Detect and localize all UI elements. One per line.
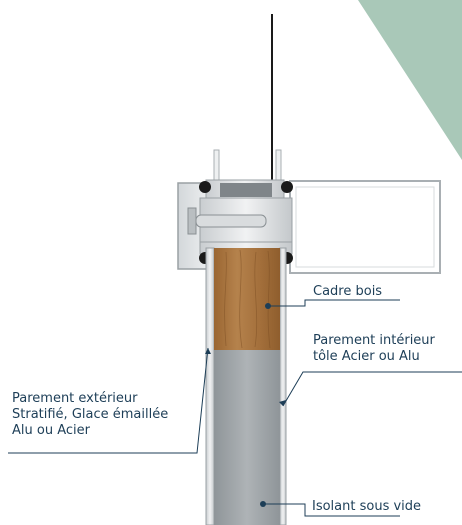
seal-top-right bbox=[281, 181, 293, 193]
leader-lines bbox=[8, 299, 462, 517]
label-outer-facing-line3: Alu ou Acier bbox=[12, 423, 90, 438]
leader-insulation bbox=[263, 503, 400, 517]
inner-facing-skin bbox=[279, 247, 287, 525]
fixing-screw-shaft bbox=[195, 214, 267, 228]
frame-profile-inner bbox=[295, 186, 435, 268]
wood-frame bbox=[214, 248, 280, 350]
label-inner-facing-line1: Parement intérieur bbox=[313, 333, 435, 348]
label-outer-facing-line2: Stratifié, Glace émaillée bbox=[12, 407, 169, 422]
label-outer-facing-line1: Parement extérieur bbox=[12, 391, 138, 406]
outer-facing-skin bbox=[205, 247, 215, 525]
head-gray-insert bbox=[220, 183, 272, 197]
leader-inner-facing bbox=[282, 371, 462, 407]
vacuum-insulation bbox=[214, 350, 280, 525]
label-inner-facing: Parement intérieur tôle Acier ou Alu bbox=[313, 333, 435, 365]
label-wood-frame: Cadre bois bbox=[313, 284, 383, 299]
label-insulation: Isolant sous vide bbox=[312, 499, 422, 514]
fixing-screw-head bbox=[187, 207, 197, 235]
leader-dots bbox=[205, 303, 286, 507]
seal-top-left bbox=[199, 181, 211, 193]
leader-outer-facing bbox=[8, 347, 209, 454]
wood-grain bbox=[224, 249, 271, 349]
leader-wood-frame bbox=[268, 299, 400, 307]
accent-triangle bbox=[358, 0, 462, 160]
label-inner-facing-line2: tôle Acier ou Alu bbox=[313, 349, 420, 364]
frame-profile-box bbox=[289, 180, 441, 274]
label-outer-facing: Parement extérieur Stratifié, Glace émai… bbox=[12, 391, 168, 439]
